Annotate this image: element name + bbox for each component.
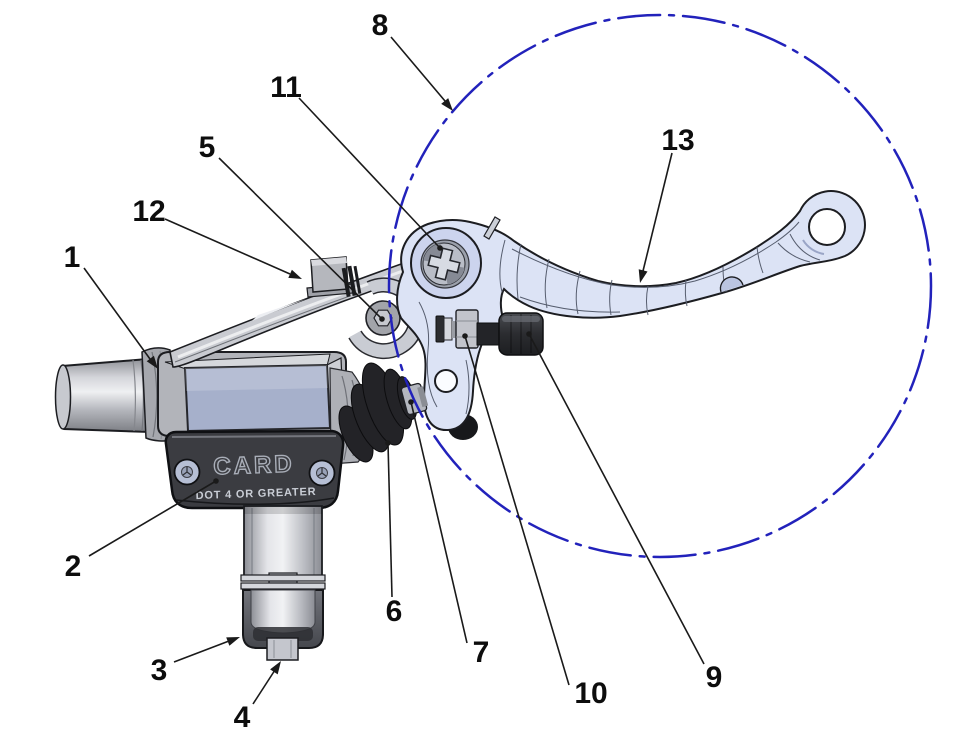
arrowhead-4 [270,661,281,675]
blade-notch [719,276,744,293]
leader-2 [88,480,217,557]
leader-12 [164,218,291,275]
leader-10 [464,335,570,686]
cap-screw-right [308,459,336,487]
arrowhead-8 [441,98,453,111]
lower-cylinder [243,505,323,579]
bracket-lower-hole [434,369,458,393]
retainer-ring-upper [240,574,326,582]
callout-1: 1 [64,241,81,274]
callout-2: 2 [65,550,82,583]
arrowhead-1 [146,355,158,369]
callout-labels: 1 2 3 4 5 6 7 8 9 10 11 12 13 [64,9,723,733]
leader-terminators [146,98,648,675]
dot-7 [408,399,414,405]
lever-assembly [396,190,866,432]
callout-13: 13 [661,124,694,157]
callout-6: 6 [386,595,403,628]
spring-washer-stack [341,265,362,297]
phillips-cross-icon [427,247,461,281]
dot-2 [213,478,219,484]
leader-3 [173,640,230,663]
dot-11 [437,245,443,251]
leader-8 [390,36,446,102]
dot-6 [385,440,391,446]
detail-view-circle [387,13,933,559]
reservoir-window [183,363,332,433]
lower-cylinder-stack [240,505,326,661]
callout-5: 5 [199,131,216,164]
piston-tip [400,382,429,416]
cap-label: DOT 4 OR GREATER [195,486,316,502]
lever-silhouette [396,190,866,432]
arrowhead-3 [226,637,240,646]
handlebar-end-cap [54,364,72,430]
dot-10 [462,333,468,339]
leader-6 [387,442,393,598]
leader-5 [218,157,383,320]
dust-boot [338,362,418,463]
leader-4 [252,669,276,705]
leader-11 [298,97,441,249]
adjuster-nut [435,309,479,349]
cap-screw-left [173,458,201,486]
bottom-fitting [266,637,299,661]
reservoir-cap: CARD DOT 4 OR GREATER [164,429,345,510]
callout-11: 11 [270,71,302,104]
cup-inner-cylinder [250,589,316,634]
torx-icon [182,467,192,476]
leader-9 [528,333,705,665]
callout-8: 8 [372,9,389,42]
leader-1 [83,267,151,360]
handlebar [54,357,152,434]
callout-4: 4 [234,701,251,733]
bar-clamp-block [306,256,354,298]
callout-9: 9 [706,661,723,694]
arm-highlight-dart [252,299,306,321]
lever-pin [483,216,501,240]
callout-7: 7 [473,636,490,669]
lever-blade-details [418,221,825,415]
pivot-screw-assembly [410,227,482,299]
brand-logo: CARD [213,451,295,481]
retainer-ring-lower [240,582,326,590]
arrowhead-13 [638,269,648,283]
leader-lines [83,36,705,705]
arrowhead-12 [288,269,302,279]
callout-12: 12 [132,195,165,228]
reach-adjuster-knob [476,312,544,356]
torx-icon [317,468,327,477]
leader-13 [642,152,673,272]
leader-7 [410,401,468,644]
lever-tip-hole [808,208,846,246]
dot-5 [379,316,385,322]
callout-3: 3 [151,654,168,687]
callout-10: 10 [574,677,607,710]
dot-9 [526,331,532,337]
